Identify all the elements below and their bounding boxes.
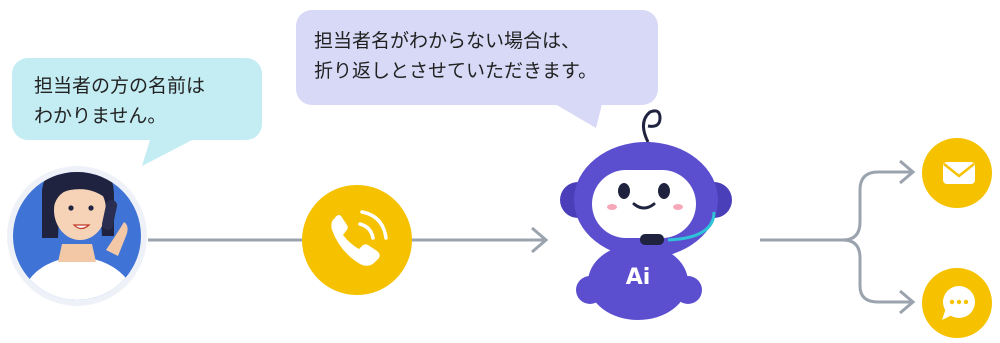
woman-on-phone-avatar [7,166,147,306]
chat-bubble-icon [922,268,992,338]
arrow-head-to-ai [531,226,549,254]
ai-bubble-line-1: 担当者名がわからない場合は、 [314,30,581,52]
robot-chest-label: Ai [625,265,651,290]
caller-bubble-line-2: わかりません。 [34,105,167,127]
caller-bubble-line-1: 担当者の方の名前は [34,75,206,97]
caller-bubble-tail [142,138,196,166]
branch-connector [760,159,916,315]
ai-speech-bubble: 担当者名がわからない場合は、 折り返しとさせていただきます。 [296,10,658,105]
caller-speech-bubble: 担当者の方の名前は わかりません。 [12,58,262,140]
ai-robot-icon [560,109,732,320]
arrow-head-to-mail [899,159,916,185]
ai-bubble-tail [555,104,602,128]
ai-bubble-line-2: 折り返しとさせていただきます。 [314,60,598,82]
phone-call-icon [302,185,412,295]
arrow-head-to-chat [899,289,916,315]
mail-envelope-icon [922,138,992,208]
